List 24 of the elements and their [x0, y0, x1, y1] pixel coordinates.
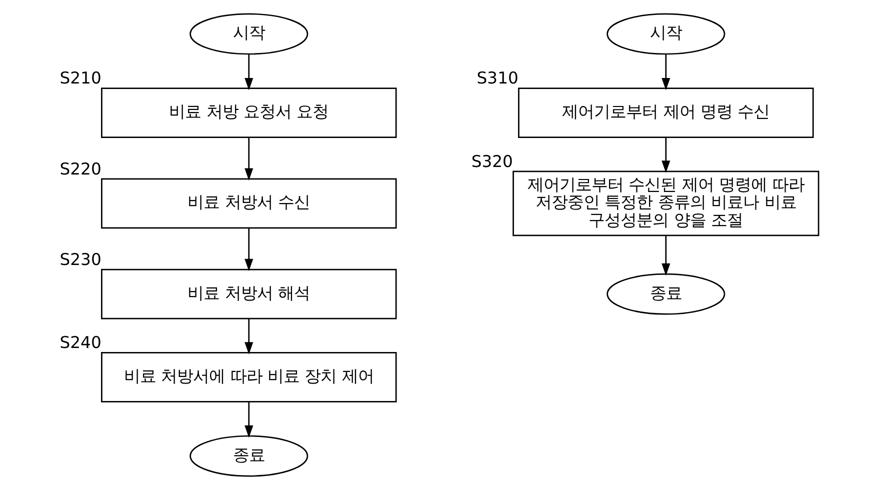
node-ellipse: 시작 — [606, 13, 725, 55]
arrow — [244, 402, 253, 438]
node-label: S210 — [59, 68, 101, 88]
arrow — [244, 54, 253, 90]
node-box: 비료 처방서 수신 — [100, 178, 396, 229]
arrow — [661, 54, 670, 90]
node-label: S240 — [59, 333, 101, 352]
node-ellipse: 시작 — [189, 13, 308, 55]
node-box: 비료 처방서에 따라 비료 장치 제어 — [100, 352, 396, 402]
node-box: 제어기로부터 제어 명령 수신 — [518, 88, 814, 138]
node-label: S310 — [476, 68, 518, 88]
node-ellipse: 종료 — [189, 435, 308, 477]
node-box: 제어기로부터 수신된 제어 명령에 따라 저장중인 특정한 종류의 비료나 비료 구성성분의 양을 조절 — [512, 170, 819, 236]
node-label: S230 — [59, 250, 101, 269]
arrow — [661, 236, 670, 276]
arrow — [244, 138, 253, 181]
arrow — [661, 138, 670, 173]
node-box: 비료 처방서 해석 — [100, 268, 396, 320]
node-label: S320 — [470, 152, 512, 171]
node-label: S220 — [59, 159, 101, 178]
arrow — [244, 318, 253, 354]
node-box: 비료 처방 요청서 요청 — [100, 88, 396, 138]
node-ellipse: 종료 — [606, 273, 725, 315]
arrow — [244, 228, 253, 272]
